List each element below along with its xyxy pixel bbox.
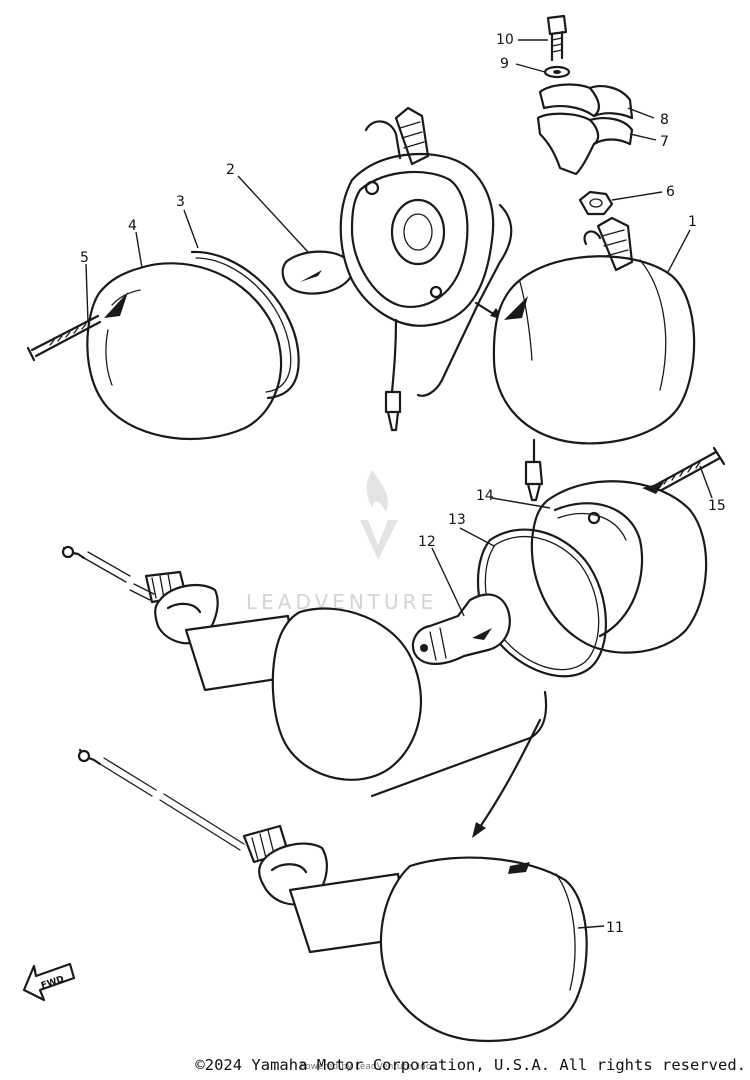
callout-numbers: 1 2 3 4 5 6 7 8 9 10 11 12 13 14 15 [80,32,726,936]
callout-2: 2 [226,162,235,178]
washer-9 [543,65,571,79]
screw-15 [652,446,726,494]
callout-4: 4 [128,218,137,234]
bulb-12 [411,593,511,665]
lens-4 [86,262,283,441]
lens-housing-14 [530,480,708,654]
copyright-notice: ©2024 Yamaha Motor Corporation, U.S.A. A… [195,1056,746,1074]
callout-7: 7 [660,134,669,150]
callout-12: 12 [418,534,436,550]
nut-6 [578,190,614,216]
callout-5: 5 [80,250,89,266]
watermark-subtext: Powered by LeadVenture, Inc. [300,1062,434,1072]
callout-6: 6 [666,184,675,200]
bolt-10 [546,14,568,62]
clamp-lower-7 [536,112,634,176]
callout-15: 15 [708,498,726,514]
callout-10: 10 [496,32,514,48]
callout-3: 3 [176,194,185,210]
flasher-assembly-upper [61,545,423,781]
clamp-upper-8 [538,83,634,120]
gasket-3 [190,250,300,400]
callout-13: 13 [448,512,466,528]
callout-9: 9 [500,56,509,72]
leadventure-watermark: LEADVENTURE [246,470,433,614]
callout-11: 11 [606,920,624,936]
flasher-assembly-11 [77,748,588,1042]
callout-8: 8 [660,112,669,128]
fwd-arrow-icon: FWD [22,962,76,1002]
callout-leaders [85,39,713,929]
housing-1 [492,216,696,502]
callout-14: 14 [476,488,494,504]
screw-5 [26,314,102,362]
lamp-housing-base [339,106,495,432]
callout-1: 1 [688,214,697,230]
